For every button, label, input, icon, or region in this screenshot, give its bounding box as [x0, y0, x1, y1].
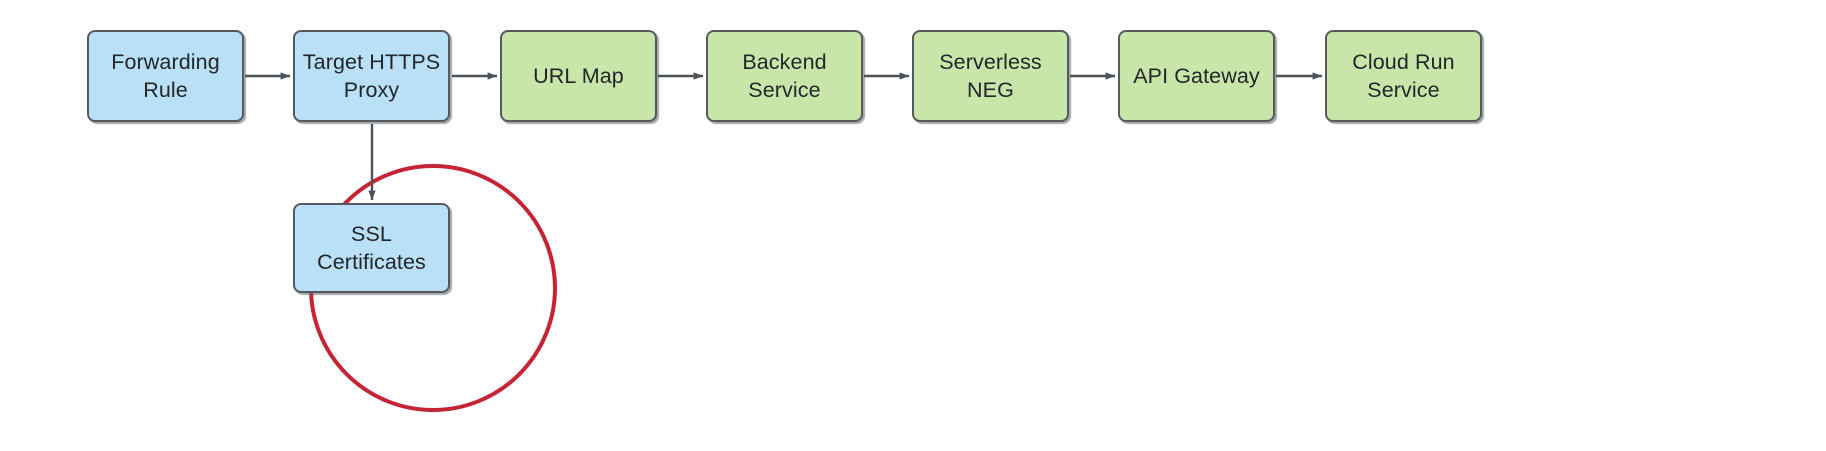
node-ssl-certificates[interactable]: SSL Certificates [293, 203, 450, 293]
node-label-ssl-certificates: SSL Certificates [317, 221, 426, 274]
node-target-https-proxy[interactable]: Target HTTPS Proxy [293, 30, 450, 122]
node-label-api-gateway: API Gateway [1133, 63, 1260, 88]
node-label-cloud-run-service: Cloud Run Service [1352, 49, 1455, 102]
node-backend-service[interactable]: Backend Service [706, 30, 863, 122]
node-url-map[interactable]: URL Map [500, 30, 657, 122]
node-cloud-run-service[interactable]: Cloud Run Service [1325, 30, 1482, 122]
node-label-serverless-neg: Serverless NEG [939, 49, 1042, 102]
node-label-target-https-proxy: Target HTTPS Proxy [302, 49, 441, 102]
node-serverless-neg[interactable]: Serverless NEG [912, 30, 1069, 122]
node-forwarding-rule[interactable]: Forwarding Rule [87, 30, 244, 122]
node-label-backend-service: Backend Service [742, 49, 827, 102]
node-label-url-map: URL Map [533, 63, 624, 88]
node-api-gateway[interactable]: API Gateway [1118, 30, 1275, 122]
node-label-forwarding-rule: Forwarding Rule [111, 49, 220, 102]
